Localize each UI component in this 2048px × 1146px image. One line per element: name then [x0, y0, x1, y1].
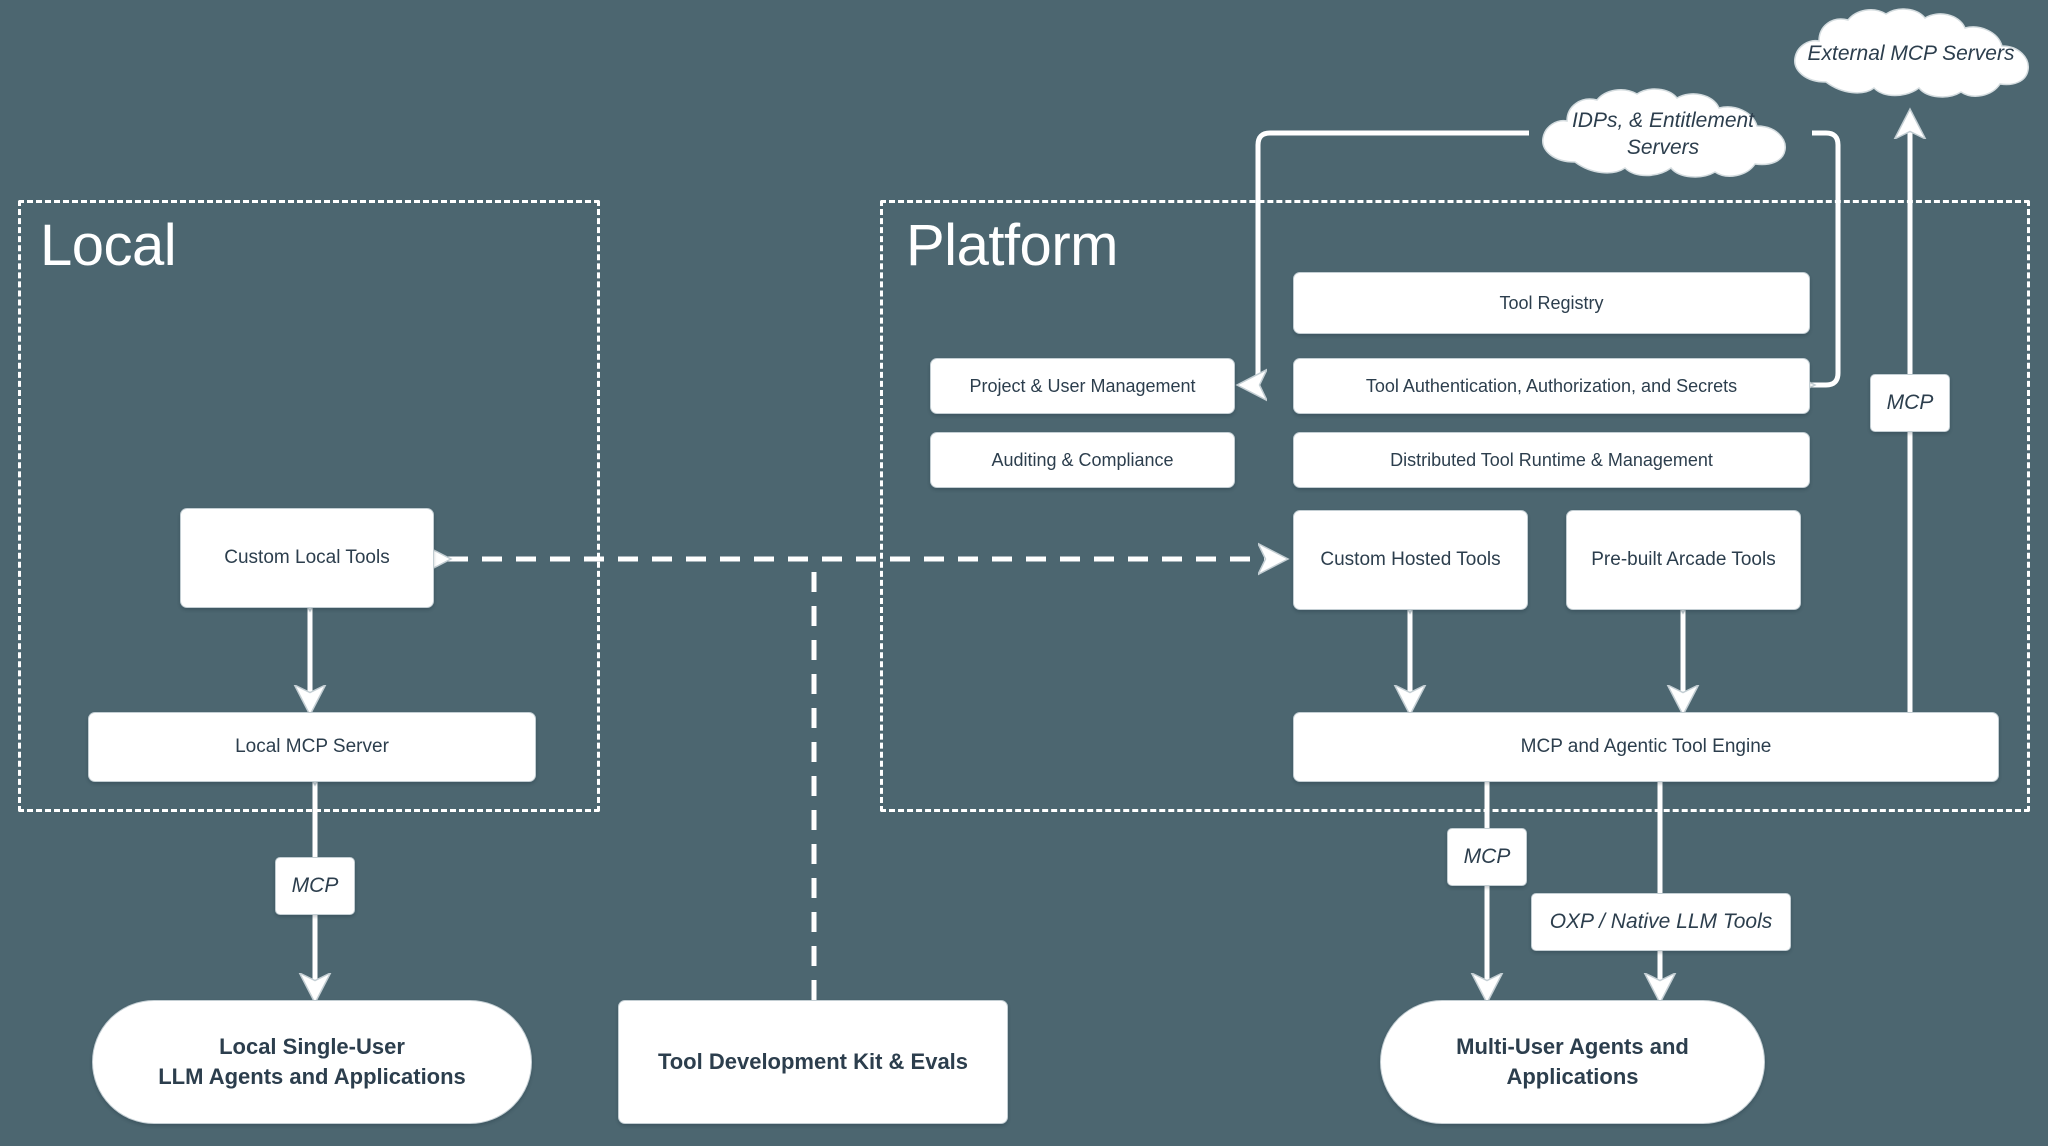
cloud-external-mcp-label: External MCP Servers: [1807, 42, 2015, 66]
cloud-idps-label: IDPs, & Entitlement Servers: [1571, 108, 1755, 159]
tag-mcp-external-servers: MCP: [1870, 374, 1950, 432]
pill-multi-user-line2: Applications: [1506, 1064, 1639, 1089]
box-local-mcp-server[interactable]: Local MCP Server: [88, 712, 536, 782]
tag-mcp-local: MCP: [275, 857, 355, 915]
cloud-external-mcp-servers: External MCP Servers: [1782, 8, 2040, 100]
wire-tool-auth-to-idps: [1812, 130, 1841, 385]
pill-multi-user-line1: Multi-User Agents and: [1456, 1034, 1689, 1060]
box-tool-authentication-authorization-secrets[interactable]: Tool Authentication, Authorization, and …: [1293, 358, 1810, 414]
zone-platform: [880, 200, 2030, 812]
pill-local-agents-line2: LLM Agents and Applications: [158, 1064, 466, 1089]
tag-mcp-platform-agents: MCP: [1447, 828, 1527, 886]
wire-idps-to-project-user-management: [1240, 130, 1529, 385]
zone-platform-title: Platform: [906, 213, 1118, 278]
zone-local-title: Local: [40, 213, 177, 278]
box-prebuilt-arcade-tools[interactable]: Pre-built Arcade Tools: [1566, 510, 1801, 610]
pill-multi-user-agents[interactable]: Multi-User Agents and Applications: [1380, 1000, 1765, 1124]
box-custom-hosted-tools[interactable]: Custom Hosted Tools: [1293, 510, 1528, 610]
cloud-shape-icon: [1794, 8, 2029, 98]
box-project-user-management[interactable]: Project & User Management: [930, 358, 1235, 414]
tag-oxp-native-llm-tools: OXP / Native LLM Tools: [1531, 893, 1791, 951]
cloud-idps-entitlement-servers: IDPs, & Entitlement Servers: [1529, 88, 1797, 180]
box-tool-development-kit[interactable]: Tool Development Kit & Evals: [618, 1000, 1008, 1124]
box-mcp-agentic-tool-engine[interactable]: MCP and Agentic Tool Engine: [1293, 712, 1999, 782]
box-auditing-compliance[interactable]: Auditing & Compliance: [930, 432, 1235, 488]
cloud-shape-icon: [1542, 88, 1786, 178]
box-tool-registry[interactable]: Tool Registry: [1293, 272, 1810, 334]
pill-local-single-user-agents[interactable]: Local Single-User LLM Agents and Applica…: [92, 1000, 532, 1124]
box-custom-local-tools[interactable]: Custom Local Tools: [180, 508, 434, 608]
box-distributed-tool-runtime-management[interactable]: Distributed Tool Runtime & Management: [1293, 432, 1810, 488]
pill-local-agents-line1: Local Single-User: [219, 1034, 405, 1060]
